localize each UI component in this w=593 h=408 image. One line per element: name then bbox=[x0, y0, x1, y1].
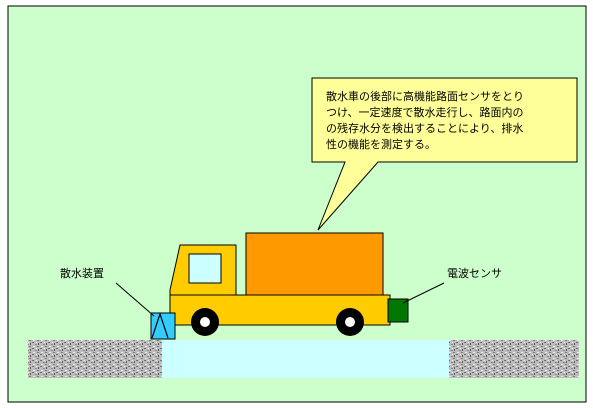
callout-line: つけ、一定速度で散水走行し、路面内の bbox=[326, 105, 523, 119]
rear-wheel-hub bbox=[345, 317, 355, 327]
callout-line: の残存水分を検出することにより、排水 bbox=[326, 121, 523, 135]
cargo-tank bbox=[245, 232, 384, 296]
callout-text: 散水車の後部に高機能路面センサをとり つけ、一定速度で散水走行し、路面内の の残… bbox=[326, 89, 524, 151]
sprinkler-device bbox=[150, 312, 176, 340]
sensor-label: 電波センサ bbox=[447, 267, 502, 280]
sprinkler-truck bbox=[169, 232, 391, 336]
road-right-gravel bbox=[449, 340, 579, 378]
water-spray-area bbox=[170, 330, 388, 340]
cab-window bbox=[188, 253, 222, 284]
sprinkler-nozzle-icon bbox=[151, 312, 169, 339]
callout-line: 散水車の後部に高機能路面センサをとり bbox=[326, 89, 524, 103]
road-left-gravel bbox=[28, 340, 162, 378]
radar-sensor bbox=[387, 298, 409, 323]
road bbox=[28, 340, 579, 378]
callout-line: 性の機能を測定する。 bbox=[326, 137, 436, 151]
road-wet-section bbox=[162, 340, 449, 378]
front-wheel-hub bbox=[200, 317, 210, 327]
sprinkler-label: 散水装置 bbox=[60, 266, 104, 280]
sprinkler-leader-line bbox=[115, 282, 155, 317]
sprinkler-box bbox=[150, 312, 176, 340]
sensor-leader-line bbox=[402, 282, 445, 304]
callout-balloon bbox=[311, 77, 578, 231]
